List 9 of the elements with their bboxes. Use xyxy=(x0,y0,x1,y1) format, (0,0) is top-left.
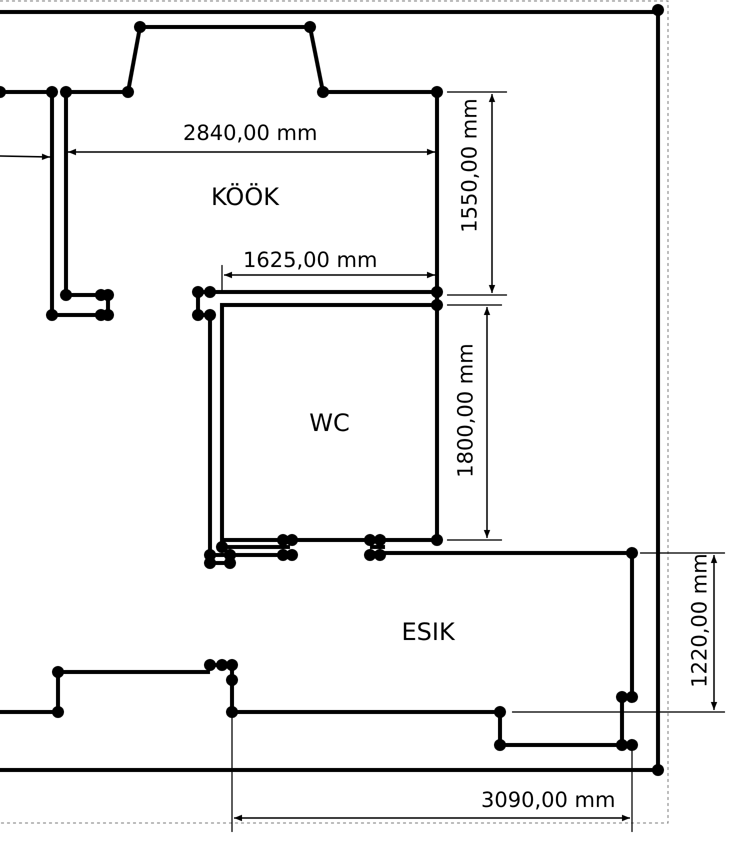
room-label: KÖÖK xyxy=(211,185,279,209)
dimension-label: 2840,00 mm xyxy=(183,122,318,144)
dimension-label: 1220,00 mm xyxy=(690,552,711,688)
dimension-label: 1625,00 mm xyxy=(243,250,378,270)
dimension-label: 1800,00 mm xyxy=(456,342,477,478)
dimension-label: 3090,00 mm xyxy=(481,790,616,810)
room-label: WC xyxy=(309,410,350,434)
dimension-label: 1550,00 mm xyxy=(460,98,481,232)
room-label: ESIK xyxy=(402,620,455,644)
